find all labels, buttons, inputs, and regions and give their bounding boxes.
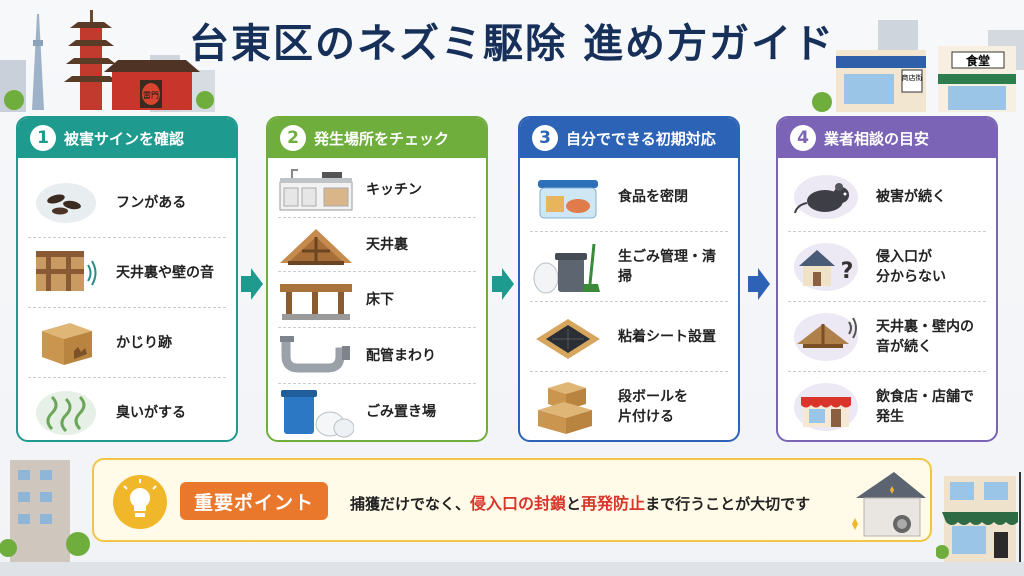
list-item: ごみ置き場 bbox=[278, 384, 476, 440]
highlight-entry-sealing: 侵入口の封鎖 bbox=[470, 494, 567, 513]
step-title-2: 発生場所をチェック bbox=[314, 129, 450, 148]
item-label: 床下 bbox=[366, 291, 394, 308]
item-label: 生ごみ管理・清掃 bbox=[618, 248, 716, 285]
gnawed-box-icon bbox=[28, 313, 104, 373]
attic-icon bbox=[278, 220, 354, 270]
list-item: 床下 bbox=[278, 272, 476, 328]
page-title: 台東区のネズミ駆除 進め方ガイド bbox=[189, 21, 835, 67]
point-text-c: まで行うことが大切です bbox=[645, 495, 811, 513]
step-number-2: 2 bbox=[280, 125, 306, 151]
list-item: 粘着シート設置 bbox=[530, 302, 728, 372]
item-label: 天井裏 bbox=[366, 236, 408, 253]
item-label: キッチン bbox=[366, 181, 422, 198]
cafe-illustration bbox=[936, 472, 1021, 562]
step-title-1: 被害サインを確認 bbox=[64, 129, 185, 148]
item-label: 飲食店・店舗で 発生 bbox=[876, 389, 974, 425]
item-label: 天井裏や壁の音 bbox=[116, 264, 214, 281]
item-label: 粘着シート設置 bbox=[618, 328, 716, 345]
shopping-street-illustration: 商店街 食堂 bbox=[812, 20, 1024, 112]
point-text-a: 捕獲だけでなく、 bbox=[350, 495, 471, 513]
list-item: 臭いがする bbox=[28, 378, 226, 440]
step-header-1: 1 被害サインを確認 bbox=[18, 118, 236, 158]
item-label: 臭いがする bbox=[116, 405, 186, 421]
list-item: 飲食店・店舗で 発生 bbox=[788, 372, 986, 440]
pipe-icon bbox=[278, 331, 354, 381]
garbage-area-icon bbox=[278, 385, 354, 439]
step-header-2: 2 発生場所をチェック bbox=[268, 118, 486, 158]
step-card-2: 2 発生場所をチェック キッチン 天井裏 床下 配管まわり ごみ置き場 bbox=[266, 116, 488, 442]
list-item: 生ごみ管理・清掃 bbox=[530, 232, 728, 302]
shop-sign-text: 商店街 bbox=[902, 73, 923, 82]
step-number-4: 4 bbox=[790, 125, 816, 151]
list-item: フンがある bbox=[28, 168, 226, 238]
step-number-3: 3 bbox=[532, 125, 558, 151]
step-header-4: 4 業者相談の目安 bbox=[778, 118, 996, 158]
list-item: 段ボールを 片付ける bbox=[530, 372, 728, 440]
roof-sound-icon bbox=[788, 307, 864, 367]
step-number-1: 1 bbox=[30, 125, 56, 151]
item-label: 天井裏・壁内の 音が続く bbox=[876, 318, 974, 355]
important-point-panel: 重要ポイント 捕獲だけでなく、侵入口の封鎖と再発防止まで行うことが大切です bbox=[92, 458, 932, 542]
glue-trap-icon bbox=[530, 307, 606, 367]
list-item: かじり跡 bbox=[28, 308, 226, 378]
list-item: 被害が続く bbox=[788, 162, 986, 232]
item-label: かじり跡 bbox=[116, 334, 172, 351]
important-point-badge: 重要ポイント bbox=[180, 482, 328, 520]
list-item: ? 侵入口が 分からない bbox=[788, 232, 986, 302]
arrow-right-icon bbox=[748, 268, 770, 300]
item-label: 配管まわり bbox=[366, 347, 436, 364]
list-item: 天井裏 bbox=[278, 218, 476, 272]
list-item: 食品を密閉 bbox=[530, 162, 728, 232]
step-card-3: 3 自分でできる初期対応 食品を密閉 生ごみ管理・清掃 粘着シート設置 段ボール… bbox=[518, 116, 740, 442]
item-label: 侵入口が 分からない bbox=[876, 248, 946, 285]
list-item: キッチン bbox=[278, 162, 476, 218]
arrow-right-icon bbox=[492, 268, 514, 300]
list-item: 天井裏・壁内の 音が続く bbox=[788, 302, 986, 372]
item-label: ごみ置き場 bbox=[366, 404, 436, 420]
temple-lantern-text: 雷門 bbox=[143, 91, 159, 100]
sealed-house-icon bbox=[852, 472, 926, 537]
store-sign-text: 食堂 bbox=[965, 53, 990, 68]
arrow-right-icon bbox=[241, 268, 263, 300]
asakusa-skyline-illustration: 雷門 bbox=[0, 10, 215, 112]
kitchen-icon bbox=[278, 165, 354, 215]
house-question-icon: ? bbox=[788, 237, 864, 297]
shop-icon bbox=[788, 377, 864, 437]
food-container-icon bbox=[530, 167, 606, 227]
underfloor-icon bbox=[278, 275, 354, 325]
apartment-building-illustration bbox=[0, 460, 90, 564]
step-title-4: 業者相談の目安 bbox=[824, 129, 930, 148]
rat-icon bbox=[788, 167, 864, 227]
step-card-1: 1 被害サインを確認 フンがある 天井裏や壁の音 かじり跡 臭いがする bbox=[16, 116, 238, 442]
point-text-b: と bbox=[566, 495, 582, 513]
important-point-text: 捕獲だけでなく、侵入口の封鎖と再発防止まで行うことが大切です bbox=[350, 490, 810, 514]
step-header-3: 3 自分でできる初期対応 bbox=[520, 118, 738, 158]
item-label: 被害が続く bbox=[876, 188, 946, 205]
highlight-recurrence-prevention: 再発防止 bbox=[581, 494, 646, 513]
trash-can-icon bbox=[530, 237, 606, 297]
cardboard-icon bbox=[530, 377, 606, 437]
ceiling-sound-icon bbox=[28, 243, 104, 303]
ground-strip bbox=[0, 562, 1024, 576]
list-item: 配管まわり bbox=[278, 328, 476, 384]
droppings-icon bbox=[28, 173, 104, 233]
item-label: フンがある bbox=[116, 194, 187, 211]
step-card-4: 4 業者相談の目安 被害が続く ? 侵入口が 分からない 天井裏・壁内の 音が続… bbox=[776, 116, 998, 442]
item-label: 食品を密閉 bbox=[618, 188, 688, 205]
list-item: 天井裏や壁の音 bbox=[28, 238, 226, 308]
odor-icon bbox=[28, 383, 104, 440]
lightbulb-icon bbox=[113, 475, 167, 529]
item-label: 段ボールを 片付ける bbox=[618, 389, 688, 425]
step-title-3: 自分でできる初期対応 bbox=[566, 129, 716, 148]
svg-text:?: ? bbox=[841, 259, 854, 284]
